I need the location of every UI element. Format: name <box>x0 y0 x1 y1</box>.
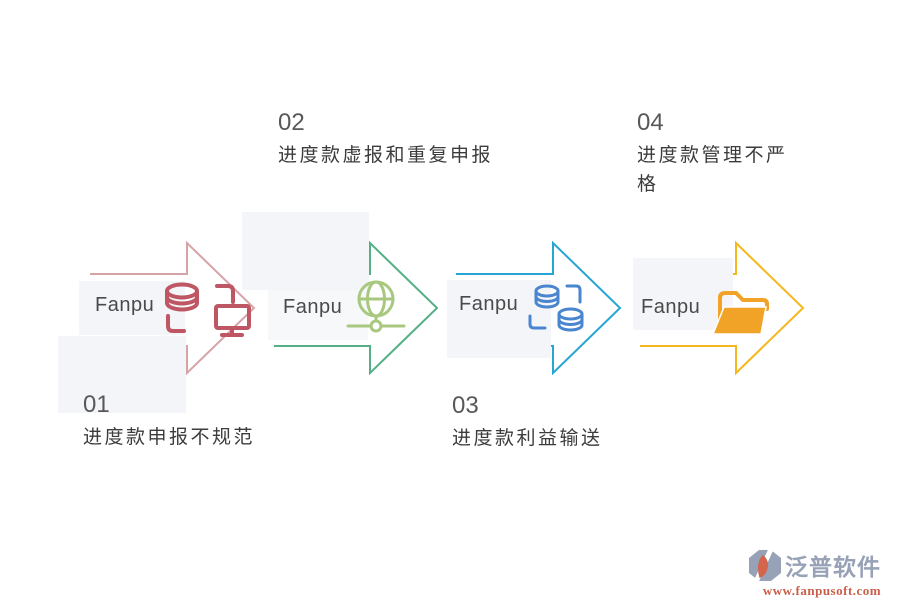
step-number: 03 <box>452 392 479 419</box>
backdrop-card <box>58 336 186 413</box>
folder-front <box>711 306 767 335</box>
database-sync-icon <box>528 284 584 332</box>
step-title: 进度款管理不严格 <box>637 145 788 195</box>
step-label-3: 03 进度款利益输送 <box>452 393 672 453</box>
step-label-2: 02 进度款虚报和重复申报 <box>278 110 538 170</box>
brand-label: Fanpu <box>641 296 701 318</box>
database-monitor-icon <box>165 282 251 337</box>
folder-icon <box>711 291 769 335</box>
folder-back <box>718 291 769 329</box>
step-label-4: 04 进度款管理不严格 <box>637 110 799 199</box>
arrow-step-2 <box>273 240 439 376</box>
brand-label: Fanpu <box>283 296 343 318</box>
brand-label: Fanpu <box>95 294 155 316</box>
fanpu-logo-icon <box>749 548 781 582</box>
step-number: 04 <box>637 109 664 136</box>
step-title: 进度款申报不规范 <box>83 427 256 448</box>
arrow-step-3 <box>456 240 622 376</box>
arrow-step-4 <box>639 240 805 376</box>
step-number: 02 <box>278 109 305 136</box>
vendor-name: 泛普软件 <box>785 554 881 580</box>
backdrop-card <box>633 258 733 330</box>
step-title: 进度款虚报和重复申报 <box>278 145 494 166</box>
step-label-1: 01 进度款申报不规范 <box>83 392 303 452</box>
vendor-watermark: 泛普软件 www.fanpusoft.com <box>748 548 896 599</box>
brand-label: Fanpu <box>459 293 519 315</box>
step-title: 进度款利益输送 <box>452 428 603 449</box>
backdrop-card <box>242 212 369 290</box>
step-number: 01 <box>83 391 110 418</box>
backdrop-card <box>447 280 551 358</box>
backdrop-card <box>268 290 368 340</box>
globe-network-icon <box>346 280 406 333</box>
arrow-step-1 <box>90 240 256 376</box>
vendor-url-link[interactable]: www.fanpusoft.com <box>762 583 882 598</box>
